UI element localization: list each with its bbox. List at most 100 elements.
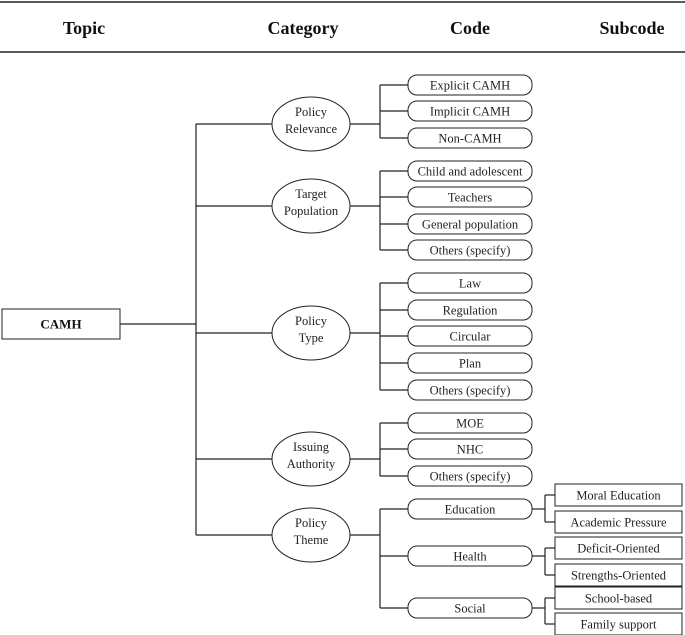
code-label: Others (specify) — [430, 384, 511, 398]
code-box — [407, 299, 533, 321]
code-label: Plan — [459, 357, 482, 371]
category-label-line: Authority — [287, 457, 336, 471]
code-label: General population — [422, 218, 519, 232]
topic-node: CAMH — [1, 308, 121, 340]
code-box — [407, 352, 533, 374]
code-box — [407, 74, 533, 96]
code-box — [407, 379, 533, 401]
subcode-label: Moral Education — [576, 489, 661, 503]
code-node-non-camh: Non-CAMH — [407, 127, 533, 149]
code-label: MOE — [456, 417, 484, 431]
category-label-line: Policy — [295, 105, 328, 119]
category-label-line: Target — [295, 187, 327, 201]
subcode-node-school-based: School-based — [554, 586, 683, 610]
code-box — [407, 127, 533, 149]
code-box — [407, 498, 533, 520]
code-box — [407, 597, 533, 619]
subcode-box — [554, 510, 683, 534]
category-ellipse — [271, 96, 351, 152]
code-label: Health — [453, 550, 487, 564]
code-label: Social — [454, 602, 486, 616]
category-label-line: Relevance — [285, 122, 338, 136]
connector-lines — [120, 84, 555, 625]
code-label: NHC — [457, 443, 483, 457]
code-node-implicit-camh: Implicit CAMH — [407, 100, 533, 122]
code-label: Others (specify) — [430, 470, 511, 484]
topic-label: CAMH — [40, 317, 81, 332]
code-label: Others (specify) — [430, 244, 511, 258]
category-ellipse — [271, 507, 351, 563]
code-label: Education — [445, 503, 496, 517]
code-label: Teachers — [448, 191, 492, 205]
subcode-node-strengths-oriented: Strengths-Oriented — [554, 563, 683, 587]
header-topic: Topic — [63, 18, 105, 38]
code-box — [407, 412, 533, 434]
subcode-label: Family support — [580, 618, 657, 632]
category-label-line: Type — [299, 331, 324, 345]
subcode-node-deficit-oriented: Deficit-Oriented — [554, 536, 683, 560]
subcode-box — [554, 586, 683, 610]
code-box — [407, 239, 533, 261]
code-label: Regulation — [443, 304, 499, 318]
code-node-others-specify: Others (specify) — [407, 465, 533, 487]
code-box — [407, 186, 533, 208]
code-node-education: Education — [407, 498, 533, 520]
subcode-box — [554, 536, 683, 560]
subcode-label: School-based — [585, 592, 653, 606]
subcode-node-academic-pressure: Academic Pressure — [554, 510, 683, 534]
code-box — [407, 465, 533, 487]
category-ellipse — [271, 178, 351, 234]
code-label: Circular — [450, 330, 492, 344]
subcode-label: Academic Pressure — [570, 516, 667, 530]
code-label: Explicit CAMH — [430, 79, 510, 93]
subcode-box — [554, 612, 683, 635]
code-box — [407, 213, 533, 235]
code-node-social: Social — [407, 597, 533, 619]
subcode-label: Strengths-Oriented — [571, 569, 667, 583]
code-node-explicit-camh: Explicit CAMH — [407, 74, 533, 96]
header-code: Code — [450, 18, 490, 38]
code-node-child-and-adolescent: Child and adolescent — [407, 160, 533, 182]
subcode-node-moral-education: Moral Education — [554, 483, 683, 507]
code-node-regulation: Regulation — [407, 299, 533, 321]
code-node-moe: MOE — [407, 412, 533, 434]
code-node-circular: Circular — [407, 325, 533, 347]
code-node-nhc: NHC — [407, 438, 533, 460]
category-ellipse — [271, 305, 351, 361]
code-node-plan: Plan — [407, 352, 533, 374]
code-node-others-specify: Others (specify) — [407, 239, 533, 261]
header-subcode: Subcode — [599, 18, 664, 38]
code-box — [407, 272, 533, 294]
subcode-label: Deficit-Oriented — [577, 542, 660, 556]
code-node-health: Health — [407, 545, 533, 567]
code-box — [407, 325, 533, 347]
subcode-node-family-support: Family support — [554, 612, 683, 635]
code-label: Implicit CAMH — [430, 105, 510, 119]
code-node-law: Law — [407, 272, 533, 294]
code-label: Non-CAMH — [438, 132, 501, 146]
category-label-line: Population — [284, 204, 339, 218]
header-category: Category — [268, 18, 339, 38]
code-box — [407, 545, 533, 567]
category-label-line: Policy — [295, 314, 328, 328]
code-box — [407, 160, 533, 182]
subcode-box — [554, 563, 683, 587]
subcode-box — [554, 483, 683, 507]
category-label-line: Issuing — [293, 440, 330, 454]
code-label: Law — [459, 277, 481, 291]
code-node-general-population: General population — [407, 213, 533, 235]
category-label-line: Policy — [295, 516, 328, 530]
topic-box — [1, 308, 121, 340]
category-label-line: Theme — [294, 533, 329, 547]
code-node-teachers: Teachers — [407, 186, 533, 208]
code-box — [407, 100, 533, 122]
code-box — [407, 438, 533, 460]
code-node-others-specify: Others (specify) — [407, 379, 533, 401]
